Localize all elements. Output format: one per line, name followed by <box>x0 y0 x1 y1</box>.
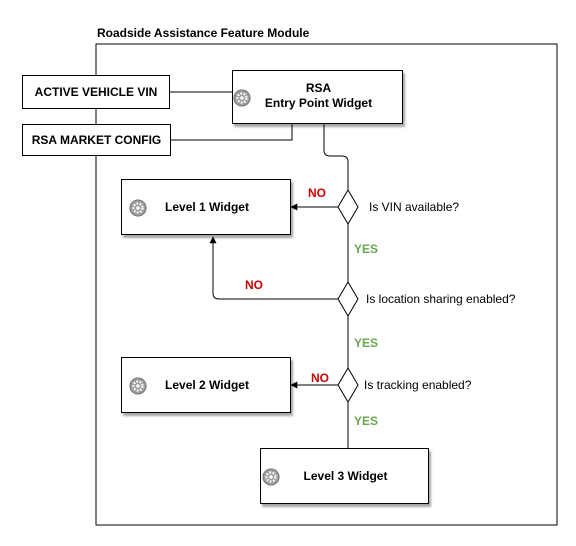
vin-no-label: NO <box>308 186 326 200</box>
module-container <box>95 43 558 526</box>
tracking-no-label: NO <box>311 371 329 385</box>
decision-location-diamond <box>337 281 359 317</box>
gear-icon <box>129 377 147 395</box>
decision-location-label: Is location sharing enabled? <box>366 292 516 306</box>
level-3-title: Level 3 Widget <box>303 469 388 483</box>
level-1-title: Level 1 Widget <box>165 200 249 214</box>
config-connector <box>171 124 293 141</box>
location-no-arrow <box>209 236 338 300</box>
entry-title-line1: RSA <box>305 81 332 95</box>
decision-tracking-label: Is tracking enabled? <box>364 378 472 392</box>
location-yes-label: YES <box>354 336 379 350</box>
decision-vin-diamond <box>337 189 359 225</box>
entry-title-line2: Entry Point Widget <box>264 96 373 110</box>
tracking-yes-label: YES <box>354 414 379 428</box>
active-vehicle-vin-box: ACTIVE VEHICLE VIN <box>22 75 170 109</box>
rsa-entry-point-widget: RSA Entry Point Widget <box>232 70 403 124</box>
gear-icon <box>129 199 147 217</box>
decision-tracking-diamond <box>337 367 359 403</box>
vin-yes-label: YES <box>354 242 379 256</box>
decision-vin-label: Is VIN available? <box>369 200 460 214</box>
level-3-widget: Level 3 Widget <box>260 448 429 504</box>
gear-icon <box>233 89 251 107</box>
location-no-label: NO <box>245 278 263 292</box>
rsa-market-config-box: RSA MARKET CONFIG <box>22 124 171 156</box>
level-2-title: Level 2 Widget <box>165 378 249 392</box>
level-2-widget: Level 2 Widget <box>121 357 291 413</box>
entry-to-vin-connector <box>323 124 349 190</box>
module-title: Roadside Assistance Feature Module <box>97 26 310 40</box>
gear-icon <box>262 468 280 486</box>
level-1-widget: Level 1 Widget <box>121 179 291 235</box>
